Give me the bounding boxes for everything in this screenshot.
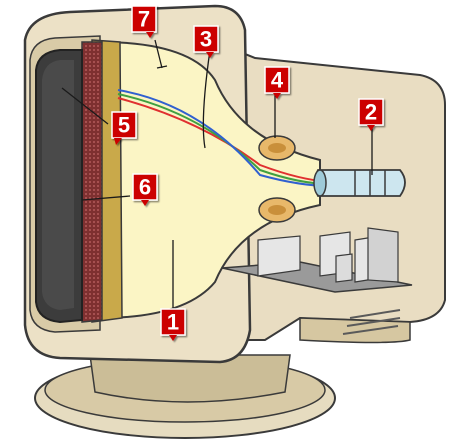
callout-1: 1 [160,308,186,341]
callout-6: 6 [132,173,158,206]
callout-7-label: 7 [138,7,150,32]
tube-glass [99,40,321,320]
electron-beams [117,89,331,187]
callout-6-label: 6 [139,175,151,200]
callout-3: 3 [193,25,219,58]
monitor-stand [34,354,336,439]
screen-assembly [35,39,123,324]
electron-gun [313,169,406,197]
callout-1-label: 1 [167,310,179,335]
callout-3-label: 3 [200,27,212,52]
callout-2: 2 [358,98,384,131]
callout-5-label: 5 [118,113,130,138]
callout-7: 7 [131,5,157,38]
callout-4-label: 4 [271,68,284,93]
callout-4: 4 [264,66,290,99]
callout-5: 5 [111,111,137,145]
deflection-coils [258,135,296,223]
circuit-board [221,227,413,293]
vent-slots [342,309,401,335]
callout-2-label: 2 [365,100,377,125]
